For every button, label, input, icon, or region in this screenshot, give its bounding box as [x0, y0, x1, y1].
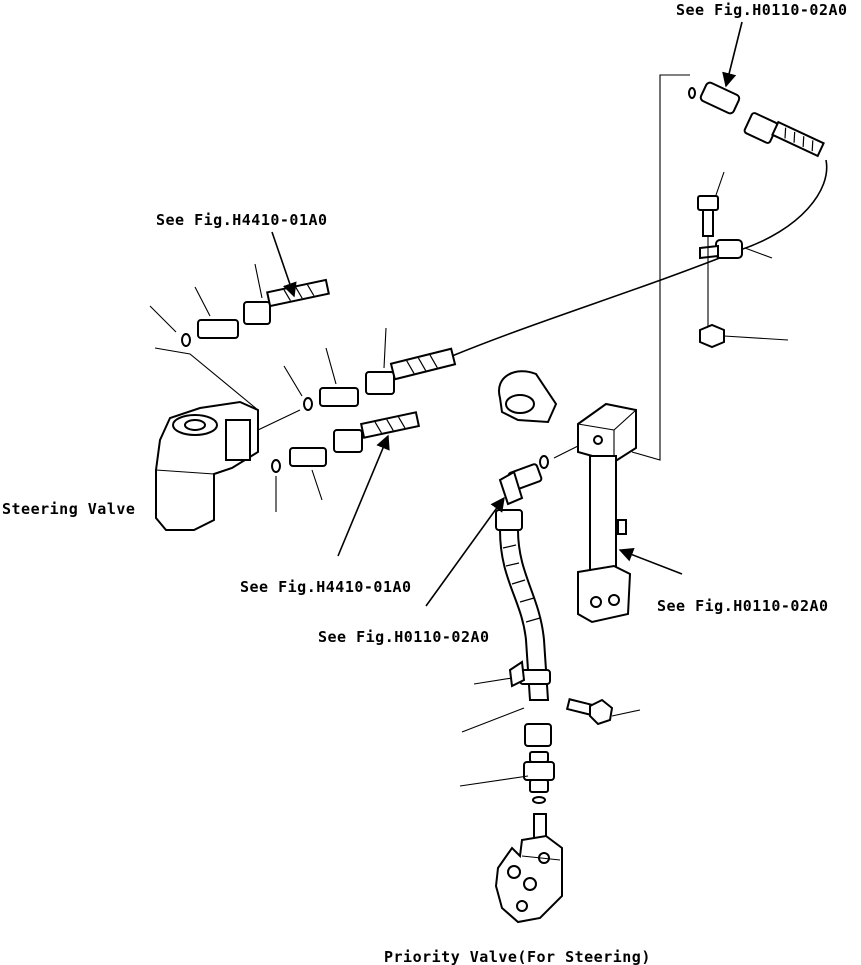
middle-left-fitting-group — [303, 347, 457, 411]
priority-valve-hose — [495, 509, 552, 747]
long-hose-line — [451, 159, 828, 357]
hose-end-top-right — [771, 120, 825, 158]
o-ring-elbow — [539, 455, 549, 469]
clamp-bolt — [697, 195, 719, 237]
ref-label-upper-left: See Fig.H4410-01A0 — [156, 211, 328, 229]
clamp-nut — [699, 323, 725, 349]
hose-clamp-lower — [508, 660, 526, 688]
o-ring-top-right — [688, 87, 696, 99]
lower-left-fitting-group — [271, 411, 421, 473]
o-ring-priority — [532, 796, 546, 804]
elbow-fitting-top-right — [699, 81, 741, 115]
steering-valve — [155, 400, 259, 531]
hose-nut-top-right — [743, 112, 779, 144]
priority-valve-label: Priority Valve(For Steering) — [384, 948, 651, 965]
ref-label-right-mid: See Fig.H0110-02A0 — [657, 597, 829, 615]
elbow-fitting — [498, 463, 543, 506]
ref-label-middle: See Fig.H0110-02A0 — [318, 628, 490, 646]
bracket-frame-line — [631, 74, 690, 461]
top-right-fitting-assembly — [688, 81, 825, 158]
ref-label-lower-left: See Fig.H4410-01A0 — [240, 578, 412, 596]
priority-valve — [494, 813, 563, 924]
upper-left-fitting-group — [181, 278, 330, 347]
clamp-bolt-lower — [565, 698, 614, 726]
hose-clamp — [699, 239, 743, 260]
steering-valve-label: Steering Valve — [2, 500, 135, 518]
ref-label-top-right: See Fig.H0110-02A0 — [676, 1, 848, 19]
adapter-fitting-lower — [523, 751, 555, 793]
upright-pipe-assembly — [498, 370, 637, 624]
